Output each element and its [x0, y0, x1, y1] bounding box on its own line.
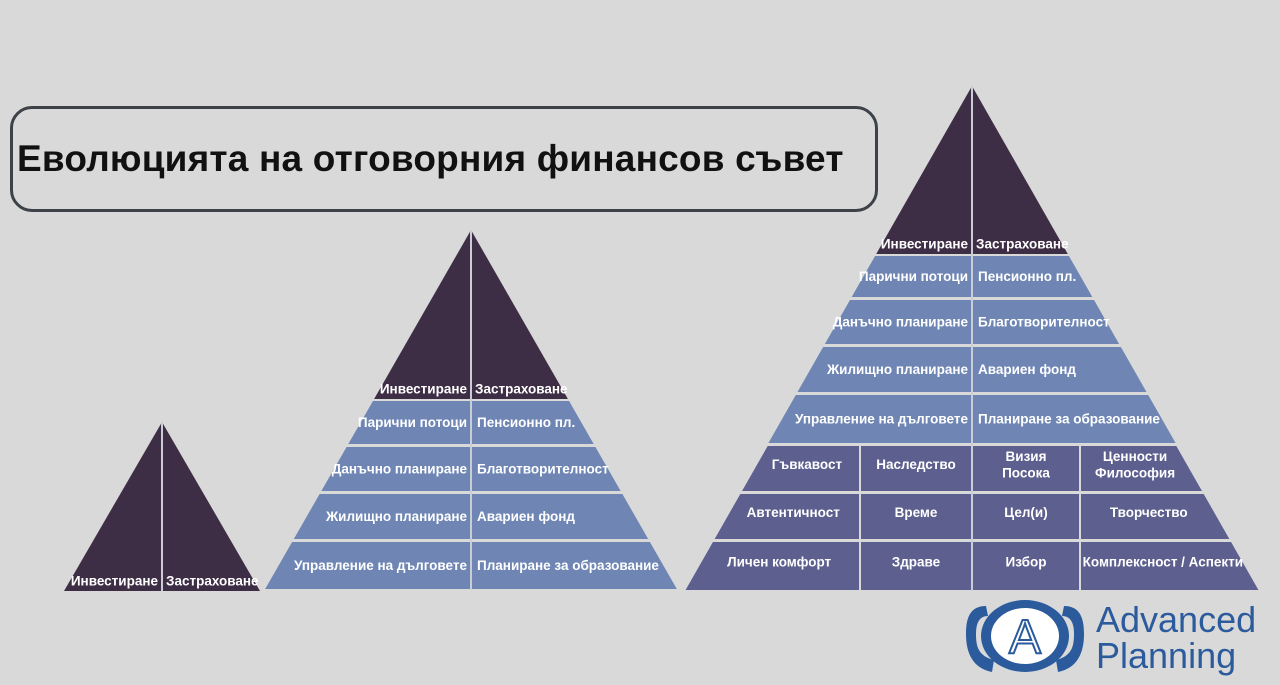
- band-cell-right: [973, 300, 1120, 344]
- grid-cell: [1081, 542, 1259, 590]
- band-label-right: Пенсионно пл.: [477, 415, 575, 430]
- grid-cell-label: Комплексност / Аспекти: [1083, 555, 1243, 570]
- logo-letter: A: [1009, 611, 1041, 664]
- grid-cell-label: Личен комфорт: [727, 555, 831, 570]
- advanced-planning-logo-icon: A: [966, 600, 1084, 672]
- band-label-right: Планиране за образование: [978, 412, 1160, 427]
- band-cell-right: [472, 494, 649, 539]
- grid-cell: [714, 494, 859, 539]
- band-label-right: Авариен фонд: [477, 509, 575, 524]
- grid-cell: [973, 446, 1079, 491]
- band-label-left: Управление на дълговете: [795, 412, 969, 427]
- band-cell-left: [293, 494, 470, 539]
- band-cell-right: [472, 447, 621, 491]
- pyramid-small: Инвестиране Застраховане: [64, 422, 260, 591]
- page-title: Еволюцията на отговорния финансов съвет: [17, 138, 844, 179]
- band-cell-left: [797, 347, 971, 392]
- band-cell-left: [348, 401, 470, 444]
- logo-line-1: Advanced: [1096, 599, 1257, 640]
- band-label-left: Парични потоци: [358, 415, 467, 430]
- apex-label-right: Застраховане: [166, 574, 259, 589]
- band-cell-right: [472, 542, 677, 589]
- grid-cell-label: Гъвкавост: [772, 457, 843, 472]
- band-label-right: Планиране за образование: [477, 558, 659, 573]
- grid-cell-label: Време: [895, 505, 938, 520]
- logo-line-2: Planning: [1096, 635, 1237, 676]
- grid-cell: [973, 494, 1079, 539]
- band-cell-right: [973, 256, 1093, 297]
- band-cell-right: [472, 401, 594, 444]
- band-label-right: Благотворителност: [477, 462, 609, 477]
- band-cell-left: [265, 542, 470, 589]
- band-label-left: Парични потоци: [859, 269, 968, 284]
- logo-wordmark: Advanced Planning: [1096, 602, 1256, 674]
- grid-cell: [861, 494, 971, 539]
- grid-cell: [1081, 494, 1230, 539]
- band-label-right: Благотворителност: [978, 315, 1110, 330]
- grid-cell-label: Автентичност: [747, 505, 841, 520]
- band-label-left: Жилищно планиране: [826, 362, 969, 377]
- band-label-left: Данъчно планиране: [332, 462, 468, 477]
- band-label-right: Авариен фонд: [978, 362, 1076, 377]
- band-label-right: Пенсионно пл.: [978, 269, 1076, 284]
- band-cell-right: [973, 347, 1147, 392]
- apex-label-left: Инвестиране: [881, 237, 969, 252]
- band-cell-left: [768, 395, 971, 443]
- grid-cell: [861, 542, 971, 590]
- grid-cell-label: Здраве: [892, 555, 941, 570]
- grid-cell: [685, 542, 859, 590]
- grid-cell: [742, 446, 859, 491]
- band-cell-left: [824, 300, 971, 344]
- grid-cell-label: Творчество: [1110, 505, 1188, 520]
- grid-cell: [973, 542, 1079, 590]
- title-box: Еволюцията на отговорния финансов съвет: [10, 106, 878, 212]
- band-label-left: Данъчно планиране: [833, 315, 969, 330]
- band-cell-left: [321, 447, 470, 491]
- grid-cell: [1081, 446, 1202, 491]
- apex-label-right: Застраховане: [475, 382, 568, 397]
- apex-label-left: Инвестиране: [380, 382, 468, 397]
- grid-cell-label: Избор: [1006, 555, 1047, 570]
- apex-label-right: Застраховане: [976, 237, 1069, 252]
- grid-cell-label: Цел(и): [1004, 505, 1047, 520]
- band-cell-right: [973, 395, 1176, 443]
- grid-cell: [861, 446, 971, 491]
- apex-label-left: Инвестиране: [71, 574, 159, 589]
- band-label-left: Жилищно планиране: [325, 509, 468, 524]
- band-cell-left: [851, 256, 971, 297]
- grid-cell-label: Наследство: [876, 457, 956, 472]
- band-label-left: Управление на дълговете: [294, 558, 468, 573]
- advanced-planning-logo: A Advanced Planning: [964, 598, 1274, 680]
